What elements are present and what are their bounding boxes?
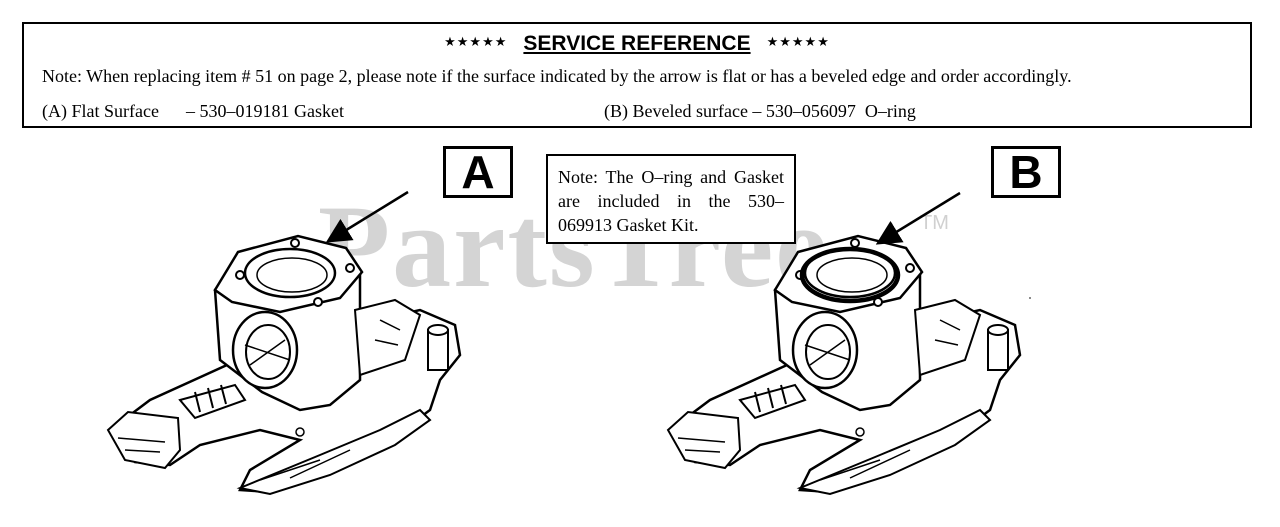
gasket-kit-note: Note: The O–ring and Gasket are included… [546,154,796,244]
option-a-flat-surface: (A) Flat Surface – 530–019181 Gasket [42,101,344,121]
crankcase-b [666,234,1022,496]
replacement-note: Note: When replacing item # 51 on page 2… [42,66,1072,86]
service-reference-title: SERVICE REFERENCE [523,32,751,55]
arrow-b [875,191,961,245]
service-reference-box: ★★★★★ SERVICE REFERENCE ★★★★★ Note: When r… [22,22,1252,128]
option-b-beveled-surface: (B) Beveled surface – 530–056097 O–ring [604,101,916,121]
label-a: A [443,146,513,198]
stars-left: ★★★★★ [444,35,508,50]
o-ring-outline [799,246,901,304]
service-reference-heading: ★★★★★ SERVICE REFERENCE ★★★★★ [24,30,1250,56]
label-b: B [991,146,1061,198]
trademark-symbol: TM [920,212,949,234]
arrow-a [325,190,409,243]
crankcase-a [106,234,462,496]
stars-right: ★★★★★ [766,35,830,50]
